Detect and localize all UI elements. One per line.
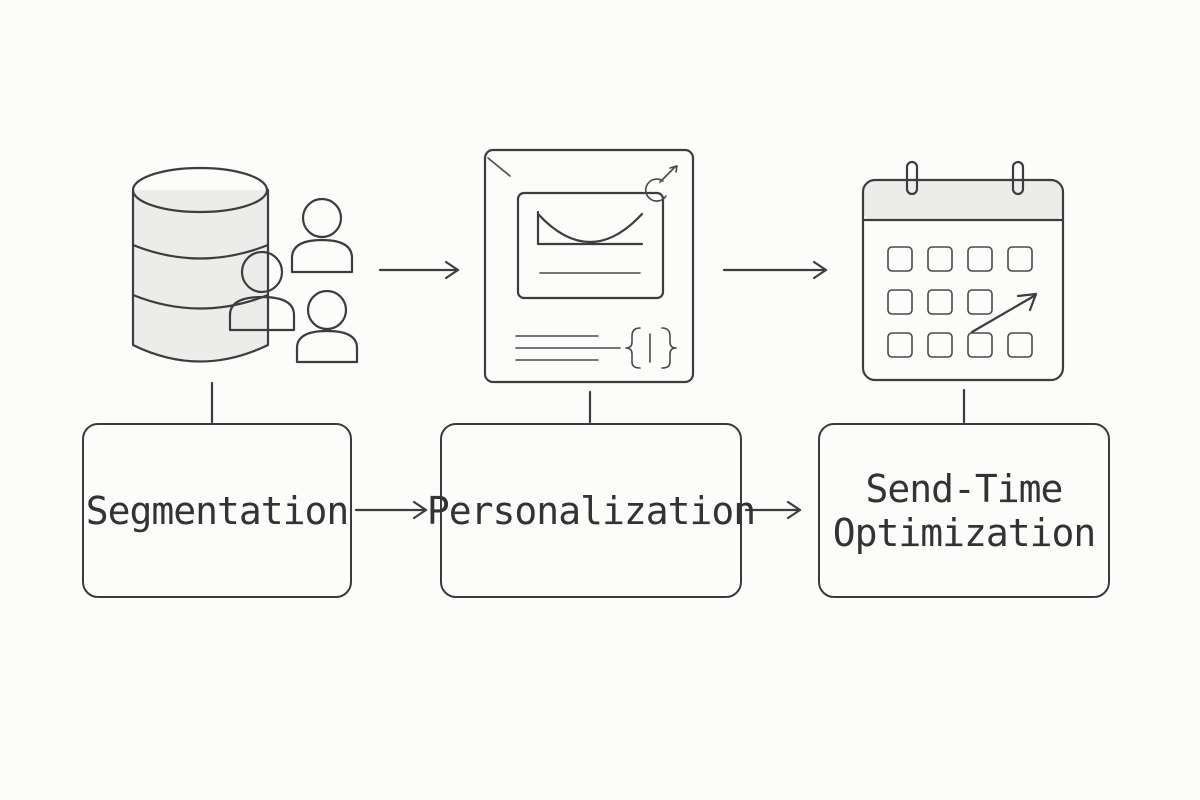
- step-segmentation: Segmentation: [82, 423, 352, 598]
- user-icon: [228, 250, 296, 332]
- step-personalization: Personalization: [427, 423, 756, 598]
- step-label: Personalization: [426, 488, 756, 533]
- user-icon: [295, 289, 359, 364]
- database-users-icon: [131, 166, 359, 364]
- email-template-icon: [483, 148, 695, 384]
- user-icon: [290, 197, 354, 274]
- flow-arrow: [722, 260, 828, 280]
- target-icon: [644, 165, 678, 202]
- calendar-icon: [861, 160, 1065, 382]
- flow-arrow: [378, 260, 460, 280]
- step-label: Send-Time Optimization: [832, 466, 1097, 555]
- database-icon: [131, 166, 270, 363]
- step-send-time-optimization: Send-Time Optimization: [818, 423, 1110, 598]
- flow-arrow: [354, 500, 428, 520]
- calendar-grid: [887, 246, 1033, 358]
- trend-arrow-icon: [970, 292, 1038, 334]
- step-label: Segmentation: [85, 488, 350, 533]
- flow-arrow: [744, 500, 802, 520]
- code-braces-icon: [625, 327, 677, 369]
